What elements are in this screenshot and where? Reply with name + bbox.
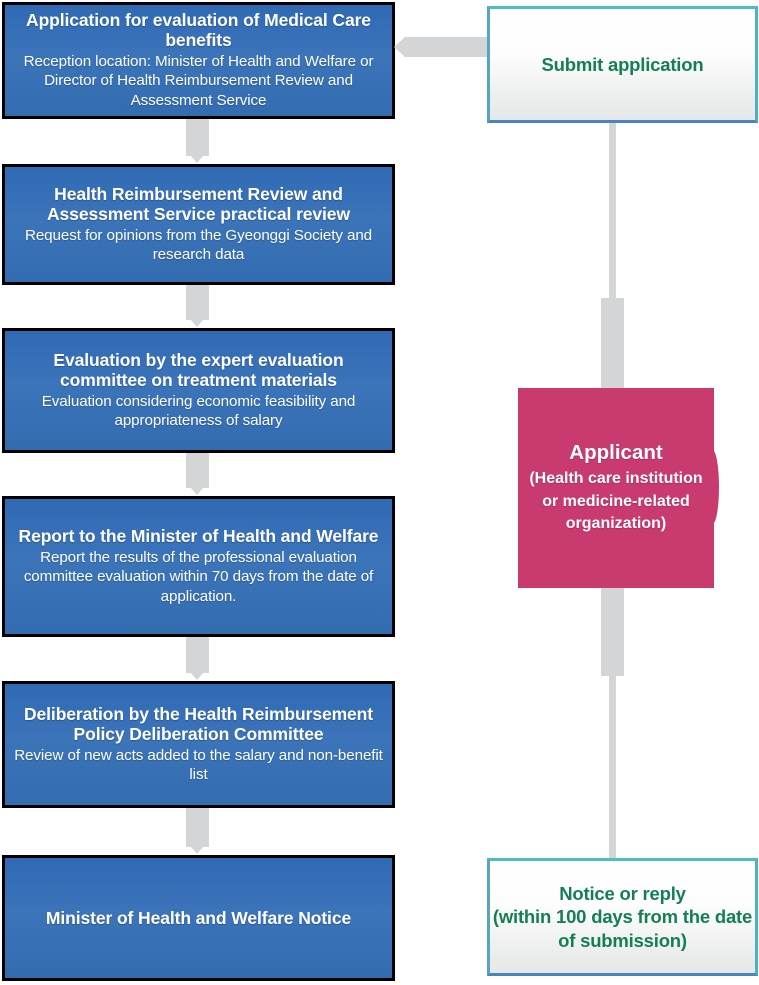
connector-arrowhead-step1-step2	[190, 155, 204, 163]
process-box-step-1[interactable]: Application for evaluation of Medical Ca…	[2, 2, 395, 119]
process-title: Application for evaluation of Medical Ca…	[26, 10, 371, 51]
connector-arrowhead-submit-to-step1	[394, 37, 405, 57]
applicant-subtitle: (Health care institution or medicine-rel…	[529, 470, 703, 532]
connector-arrowhead-step4-step5	[190, 672, 204, 680]
process-title: Report to the Minister of Health and Wel…	[18, 526, 379, 547]
process-title: Evaluation by the expert evaluation comm…	[53, 349, 344, 391]
applicant-title: Applicant	[569, 440, 663, 464]
notice-or-reply-label: Notice or reply (within 100 days from th…	[492, 882, 753, 951]
connector-arrow-step1-step2	[186, 119, 209, 156]
connector-arrowhead-step3-step4	[190, 487, 204, 495]
connector-arrow-step2-step3	[186, 285, 209, 320]
process-subtitle: Report the results of the professional e…	[23, 548, 374, 606]
connector-arrowhead-step5-step6	[190, 846, 204, 854]
connector-bar-below-applicant	[601, 588, 624, 676]
process-box-step-5[interactable]: Deliberation by the Health Reimbursement…	[2, 681, 395, 808]
process-box-step-4[interactable]: Report to the Minister of Health and Wel…	[2, 496, 395, 637]
process-title: Deliberation by the Health Reimbursement…	[24, 703, 373, 745]
process-subtitle: Review of new acts added to the salary a…	[14, 746, 383, 784]
submit-application-box[interactable]: Submit application	[487, 6, 758, 123]
connector-line-submit-to-applicant	[609, 123, 616, 381]
process-title: Health Reimbursement Review and Assessme…	[47, 183, 350, 225]
process-subtitle: Request for opinions from the Gyeonggi S…	[24, 226, 373, 264]
submit-application-label: Submit application	[541, 53, 704, 75]
applicant-block[interactable]: Applicant (Health care institution or me…	[518, 388, 714, 588]
process-box-step-6[interactable]: Minister of Health and Welfare Notice	[2, 855, 395, 981]
connector-arrow-step5-step6	[186, 808, 209, 847]
process-title: Minister of Health and Welfare Notice	[45, 907, 352, 928]
notice-or-reply-box[interactable]: Notice or reply (within 100 days from th…	[487, 858, 758, 976]
process-box-step-3[interactable]: Evaluation by the expert evaluation comm…	[2, 328, 395, 453]
connector-line-applicant-to-notice	[609, 668, 616, 860]
process-box-step-2[interactable]: Health Reimbursement Review and Assessme…	[2, 164, 395, 285]
connector-arrow-submit-to-step1	[404, 37, 489, 57]
connector-bar-above-applicant	[601, 298, 624, 390]
process-subtitle: Evaluation considering economic feasibil…	[41, 392, 356, 430]
process-subtitle: Reception location: Minister of Health a…	[23, 52, 374, 110]
connector-arrow-step3-step4	[186, 453, 209, 488]
connector-arrowhead-step2-step3	[190, 319, 204, 327]
connector-arrow-step4-step5	[186, 637, 209, 673]
